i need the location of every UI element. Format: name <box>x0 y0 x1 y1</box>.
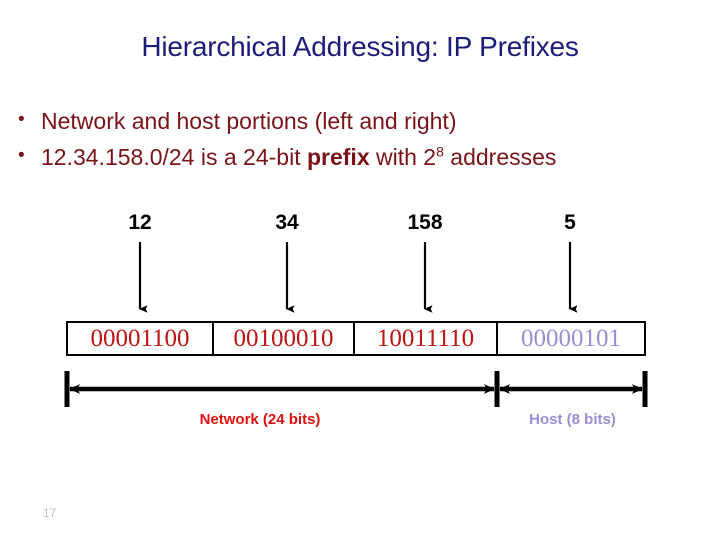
octet-decimal-label-2: 34 <box>275 211 299 234</box>
binary-octet-cell-2: 00100010 <box>211 323 353 354</box>
bullet-text: Network and host portions (left and righ… <box>41 108 457 134</box>
binary-octet-cell-1: 00001100 <box>90 325 190 352</box>
page-title: Hierarchical Addressing: IP Prefixes <box>141 31 579 62</box>
binary-octet-row: 00001100 00100010 10011110 00000101 <box>66 321 646 356</box>
octet-down-arrows <box>138 242 578 313</box>
bullet-text-before-bold: 12.34.158.0/24 is a 24-bit <box>41 144 307 170</box>
network-span-caption: Network (24 bits) <box>199 411 321 428</box>
binary-octet-cell-3: 10011110 <box>353 323 496 354</box>
bullet-superscript-exponent: 8 <box>436 143 444 160</box>
bullet-list: Network and host portions (left and righ… <box>14 102 714 175</box>
octet-decimal-label-3: 158 <box>407 211 443 234</box>
octet-decimal-label-4: 5 <box>564 211 576 234</box>
binary-octet-cell-4: 00000101 <box>496 323 644 354</box>
host-span-caption: Host (8 bits) <box>529 411 616 428</box>
bullet-text-after-bold: with 2 <box>369 144 437 170</box>
span-measure-bars <box>64 371 648 407</box>
octet-decimal-label-1: 12 <box>128 211 152 234</box>
bullet-item-network-host: Network and host portions (left and righ… <box>14 102 714 139</box>
bullet-text-tail: addresses <box>443 144 557 170</box>
page-number: 17 <box>43 506 57 520</box>
bullet-bold-prefix: prefix <box>306 144 370 170</box>
bullet-item-prefix: 12.34.158.0/24 is a 24-bit prefix with 2… <box>14 138 714 175</box>
